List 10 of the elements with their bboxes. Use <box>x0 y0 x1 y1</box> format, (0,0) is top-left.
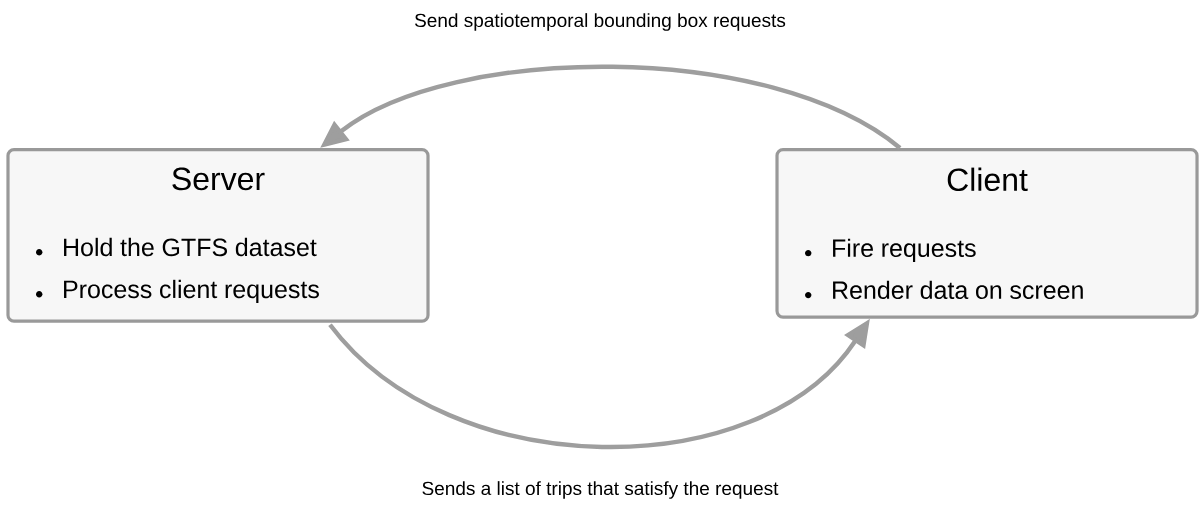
bullet-item: Render data on screen <box>805 280 1083 300</box>
edge-label: Sends a list of trips that satisfy the request <box>417 477 783 503</box>
bullet-item: Hold the GTFS dataset <box>36 237 317 257</box>
box-heading: Client <box>947 167 1028 192</box>
process-box <box>775 148 1199 319</box>
box-heading: Server <box>172 167 265 191</box>
bullet-item: Fire requests <box>805 238 976 262</box>
process-box <box>6 148 430 323</box>
bullet-item: Process client requests <box>36 279 319 304</box>
edge-label: Send spatiotemporal bounding box requests <box>410 9 790 35</box>
